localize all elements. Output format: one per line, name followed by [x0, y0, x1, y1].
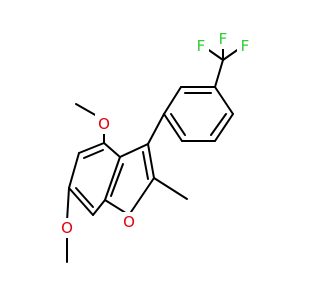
bond-benz-c4-c5-inner	[83, 149, 104, 159]
oxygen-atom-methoxy-top: O	[95, 114, 113, 134]
bond-aryl-b	[163, 86, 182, 115]
oxygen-atom-ring: O	[119, 212, 139, 232]
bond-benz-c7a-c3a	[104, 156, 121, 201]
bond-benz-c7a-c3a-inner	[110, 163, 124, 197]
bond-benz-c6-c7-inner	[75, 187, 94, 208]
molecule-canvas: F F F O O O	[58, 29, 253, 263]
bond-aryl-c-inner	[170, 113, 186, 136]
bond-c2-methyl	[153, 177, 188, 200]
bond-c2-o	[128, 177, 155, 216]
bond-c3-c3a	[119, 143, 149, 158]
structure-diagram: F F F O O O	[58, 29, 253, 263]
bond-benz-c7-c7a	[92, 199, 106, 216]
atom-labels: F F F O O O	[58, 29, 253, 238]
oxygen-atom-methoxy-bottom: O	[58, 218, 76, 238]
fluorine-label-top: F	[219, 30, 228, 48]
bond-aryl-e-inner	[210, 113, 227, 136]
bonds	[66, 39, 244, 263]
bond-aryl-e	[214, 113, 234, 142]
bond-c3-c2-inner	[142, 151, 149, 180]
fluorine-label-left: F	[197, 37, 206, 55]
bond-benz-c4-c5	[78, 142, 105, 154]
bond-c3-c2	[147, 143, 155, 179]
bond-aryl-f	[214, 86, 234, 115]
bond-aryl-c3	[147, 113, 165, 145]
fluorine-atom-right: F	[237, 36, 253, 56]
fluorine-label-right: F	[241, 37, 250, 55]
bond-benz-c3a-c4	[103, 142, 121, 158]
fluorine-atom-left: F	[193, 36, 209, 56]
bond-benz-c5-c6	[68, 152, 80, 189]
oxygen-label-methoxy-bottom: O	[61, 219, 73, 237]
fluorine-atom-top: F	[215, 29, 231, 49]
bond-c6-o-methoxy	[66, 187, 70, 222]
oxygen-label-methoxy-top: O	[98, 115, 110, 133]
oxygen-label-ring: O	[123, 213, 135, 231]
bond-CF3-aryl	[214, 59, 224, 88]
bond-aryl-c	[163, 113, 183, 142]
bond-benz-c6-c7	[68, 187, 94, 216]
